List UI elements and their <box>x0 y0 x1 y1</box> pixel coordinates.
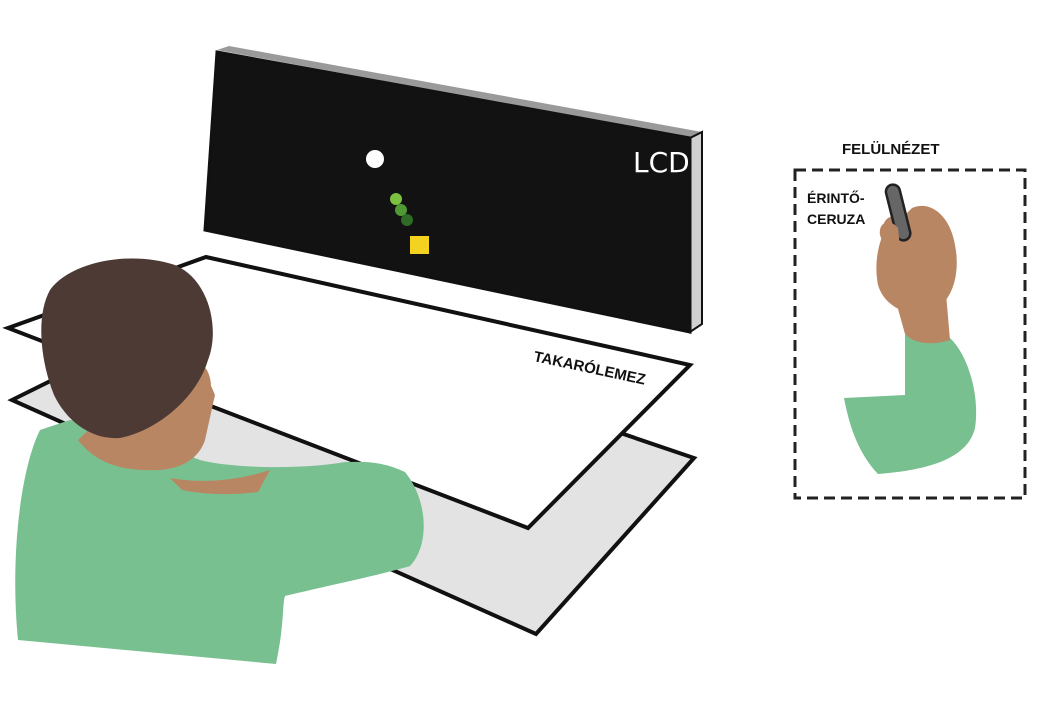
lcd-side-edge <box>689 130 703 334</box>
top-view-sleeve <box>844 332 977 474</box>
stylus-label-line1: ÉRINTŐ- <box>807 189 865 206</box>
trace-dot-1 <box>390 193 402 205</box>
top-view-hand <box>876 205 957 314</box>
person-arm-skin <box>170 470 270 495</box>
top-view-arm <box>844 183 977 474</box>
top-view-thumb <box>879 222 900 250</box>
top-view-frame <box>793 168 1027 500</box>
person-figure <box>15 258 424 664</box>
lcd-face <box>203 50 692 334</box>
trace-dot-2 <box>395 204 407 216</box>
trace-dot-3 <box>401 214 413 226</box>
start-square <box>410 236 429 254</box>
stylus-label-line2: CERUZA <box>807 211 865 227</box>
lcd-top-edge <box>217 46 702 138</box>
lcd-label: LCD <box>633 146 690 179</box>
lcd-screen: LCD <box>203 46 703 334</box>
person-hair <box>41 258 213 439</box>
top-view-label: FELÜLNÉZET <box>842 141 940 158</box>
person-shirt <box>15 420 424 664</box>
stylus-pen-icon <box>884 183 912 242</box>
target-dot <box>366 150 384 168</box>
